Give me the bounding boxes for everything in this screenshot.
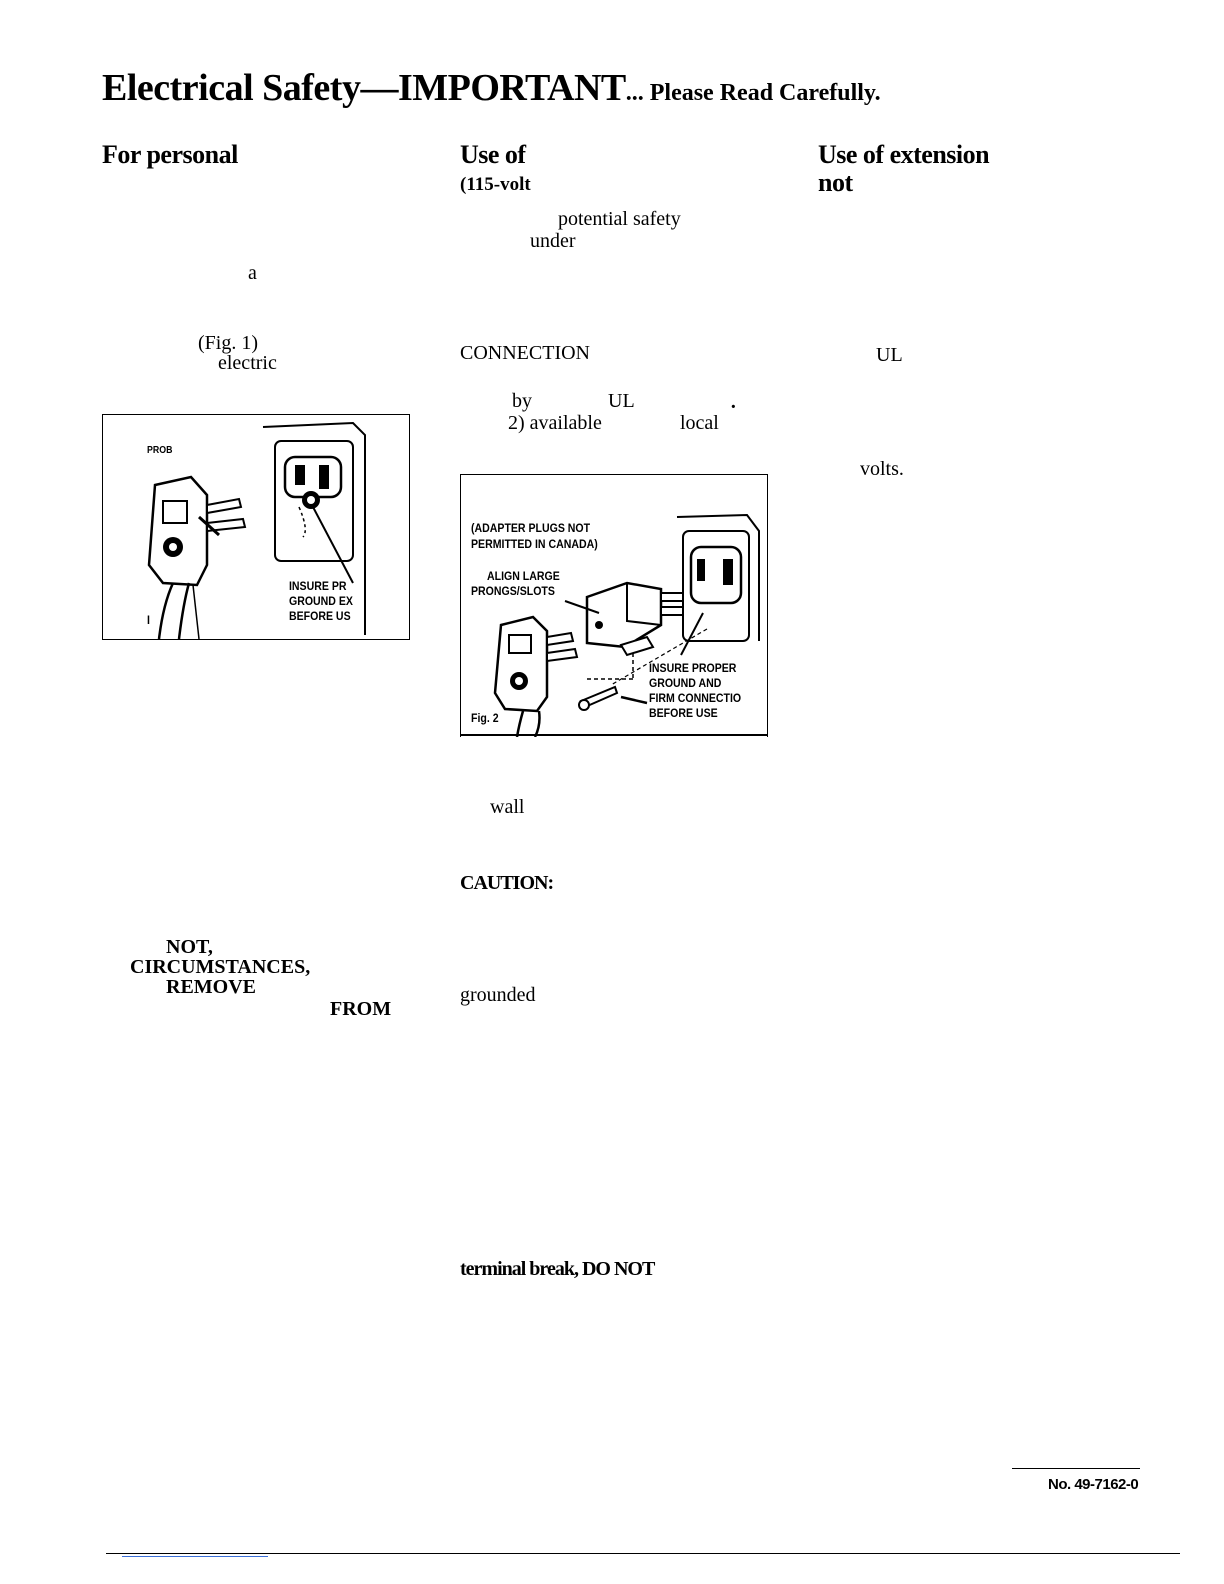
footer-accent-rule [122, 1556, 268, 1557]
figure-2-label-align-2: PRONGS/SLOTS [471, 584, 555, 598]
col3-fragment-ul: UL [876, 344, 903, 366]
col2-fragment-wall: wall [490, 796, 525, 818]
title-main: Electrical Safety—IMPORTANT [102, 67, 626, 109]
figure-2-label-insure-3: FIRM CONNECTIO [649, 691, 742, 705]
figure-2-label-adapter-1: (ADAPTER PLUGS NOT [471, 521, 591, 535]
figure-2-label-insure-4: BEFORE USE [649, 706, 718, 720]
figure-1: PROB INSURE PR GROUND EX BEFORE US I [102, 414, 410, 640]
col2-fragment-available: 2) available [508, 412, 602, 434]
col1-fragment-a: a [248, 262, 257, 284]
figure-1-label-insure-3: BEFORE US [289, 609, 351, 623]
figure-2-illustration [461, 513, 767, 737]
col2-fragment-by: by [512, 390, 532, 412]
col2-caution: CAUTION: [460, 872, 554, 894]
figure-1-label-insure-1: INSURE PR [289, 579, 347, 593]
figure-2-label-adapter-2: PERMITTED IN CANADA) [471, 537, 598, 551]
figure-2-label-insure-1: INSURE PROPER [649, 661, 737, 675]
col2-fragment-ul: UL [608, 390, 635, 412]
col2-fragment-under: under [530, 230, 576, 252]
col1-fragment-electric: electric [218, 352, 277, 374]
col2-terminal-break: terminal break, DO NOT [460, 1258, 655, 1280]
col2-fragment-potential: potential safety [558, 208, 681, 230]
col2-dot: · [730, 396, 737, 418]
col1-warning-remove: REMOVE [166, 976, 256, 998]
col3-fragment-volts: volts. [860, 458, 904, 480]
figure-2-label-insure-2: GROUND AND [649, 676, 722, 690]
col1-heading: For personal [102, 140, 238, 169]
col3-heading-1: Use of extension [818, 140, 990, 169]
col1-fragment-fig1: (Fig. 1) [198, 332, 258, 354]
col2-fragment-local: local [680, 412, 719, 434]
col2-heading: Use of [460, 140, 526, 169]
footer-rule-top [1012, 1468, 1140, 1469]
document-number: No. 49-7162-0 [1048, 1476, 1139, 1493]
figure-1-label-mark: I [147, 613, 150, 627]
col1-warning-from: FROM [330, 998, 392, 1020]
figure-2: (ADAPTER PLUGS NOT PERMITTED IN CANADA) … [460, 474, 768, 737]
footer-rule-bottom [106, 1553, 1180, 1554]
figure-1-label-prong: PROB [147, 445, 173, 456]
col2-fragment-grounded: grounded [460, 984, 536, 1006]
col3-heading-2: not [818, 168, 853, 197]
figure-2-label-fig: Fig. 2 [471, 711, 499, 725]
figure-1-label-insure-2: GROUND EX [289, 594, 353, 608]
figure-1-illustration [147, 421, 366, 639]
col1-warning-circumstances: CIRCUMSTANCES, [130, 956, 311, 978]
page-title: Electrical Safety—IMPORTANT... Please Re… [102, 66, 881, 110]
figure-2-label-align-1: ALIGN LARGE [487, 569, 560, 583]
col2-fragment-connection: CONNECTION [460, 342, 590, 364]
col1-warning-not: NOT, [166, 936, 213, 958]
title-sub: ... Please Read Carefully. [625, 80, 881, 106]
col2-subheading: (115-volt [460, 174, 531, 195]
